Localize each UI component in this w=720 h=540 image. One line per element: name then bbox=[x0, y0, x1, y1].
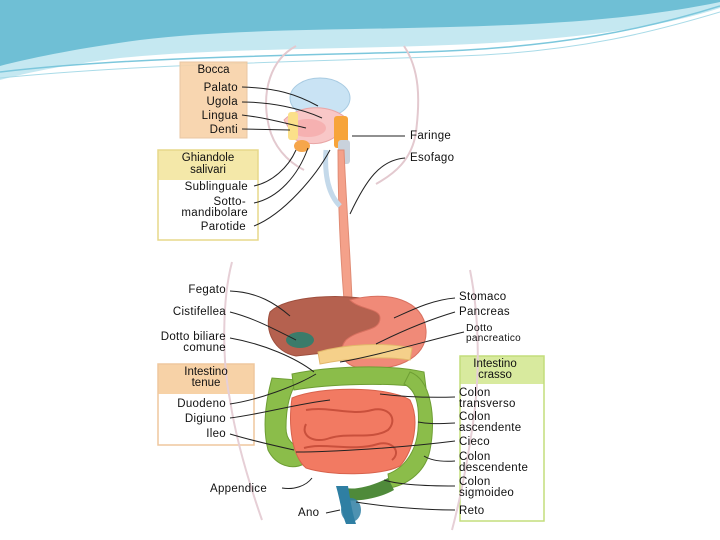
label-retto: Reto bbox=[459, 505, 485, 518]
label-sublinguale: Sublinguale bbox=[158, 181, 248, 194]
label-colon-transverso-line2: transverso bbox=[459, 398, 516, 411]
label-faringe: Faringe bbox=[410, 130, 451, 143]
label-ileo: Ileo bbox=[158, 428, 226, 441]
label-duodeno: Duodeno bbox=[158, 398, 226, 411]
label-denti: Denti bbox=[180, 124, 238, 137]
label-cistifellea: Cistifellea bbox=[150, 306, 226, 319]
label-appendice: Appendice bbox=[210, 483, 267, 496]
label-parotide: Parotide bbox=[158, 221, 246, 234]
label-fegato: Fegato bbox=[150, 284, 226, 297]
label-cieco: Cieco bbox=[459, 436, 490, 449]
label-esofago: Esofago bbox=[410, 152, 454, 165]
label-colon-sigmoideo-line2: sigmoideo bbox=[459, 487, 514, 500]
label-intestino-crasso-line2: crasso bbox=[460, 369, 530, 382]
label-colon-discendente-line2: descendente bbox=[459, 462, 528, 475]
label-sottomandibolare-line2: mandibolare bbox=[158, 207, 248, 220]
label-lingua: Lingua bbox=[180, 110, 238, 123]
label-ano: Ano bbox=[298, 507, 319, 520]
label-pancreas: Pancreas bbox=[459, 306, 510, 319]
label-digiuno: Digiuno bbox=[158, 413, 226, 426]
label-dotto-biliare-comune-line2: comune bbox=[140, 342, 226, 355]
label-dotto-pancreatico-line2: pancreatico bbox=[466, 332, 521, 345]
label-intestino-tenue-line2: tenue bbox=[158, 377, 254, 390]
label-stomaco: Stomaco bbox=[459, 291, 506, 304]
label-ugola: Ugola bbox=[180, 96, 238, 109]
label-colon-ascendente-line2: ascendente bbox=[459, 422, 521, 435]
label-ghiandole-salivari-line2: salivari bbox=[158, 164, 258, 177]
label-bocca: Bocca bbox=[180, 64, 247, 77]
label-palato: Palato bbox=[180, 82, 238, 95]
